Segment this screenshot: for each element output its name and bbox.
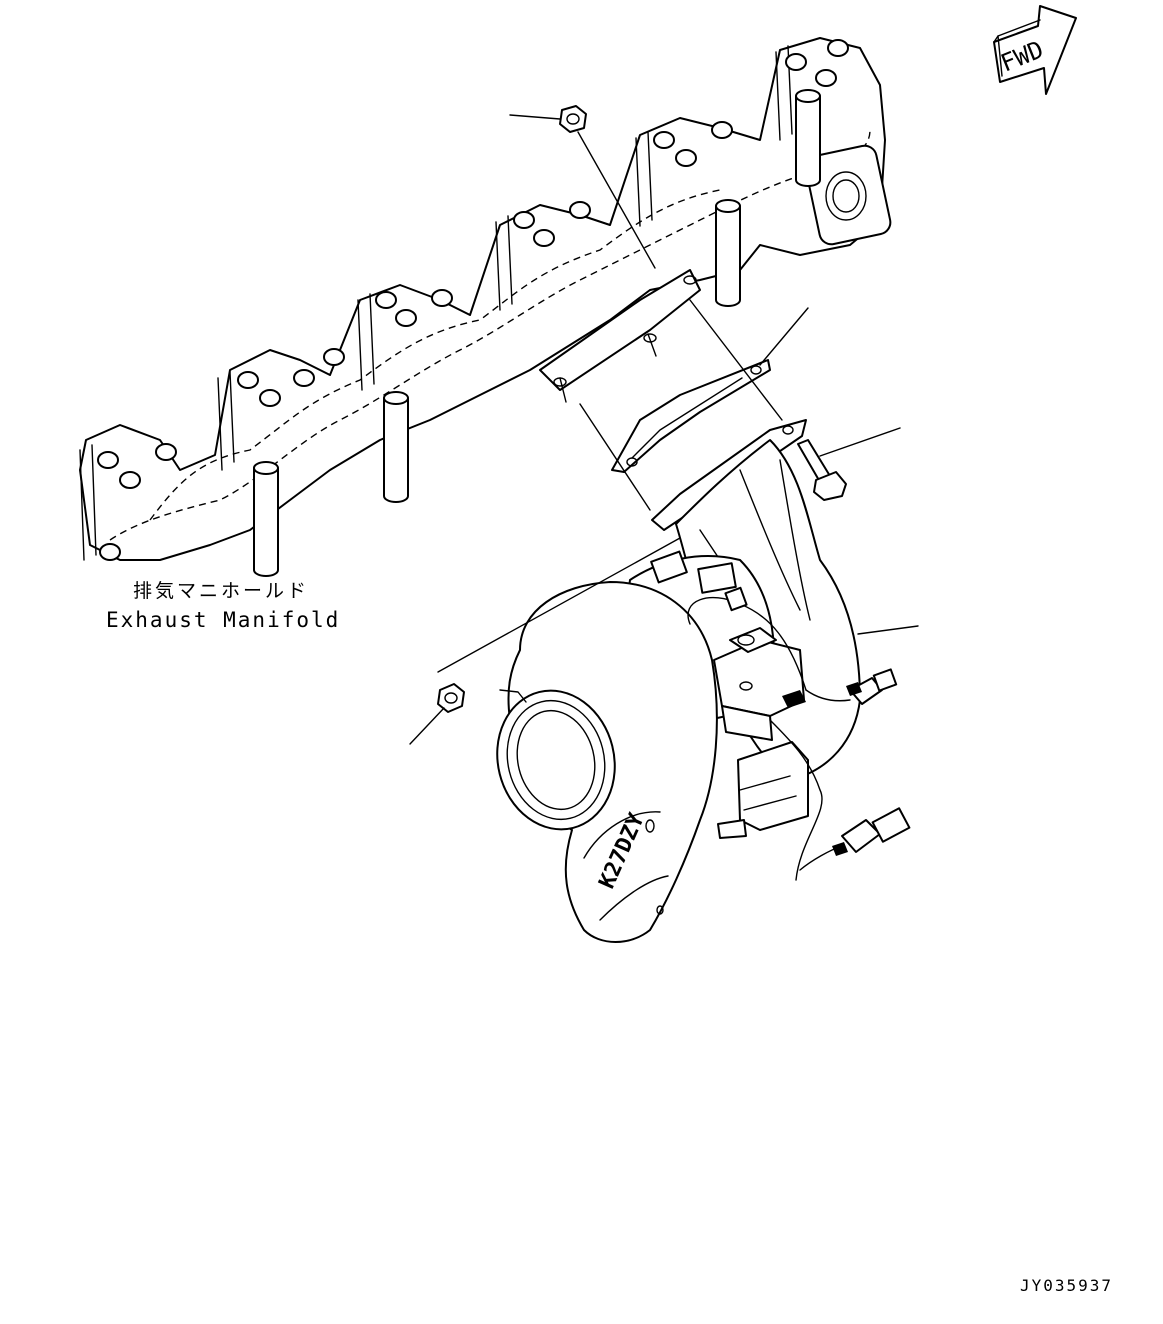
assembly-line-top — [577, 131, 656, 269]
assembly-line-mid — [689, 299, 783, 421]
fwd-arrow-icon: FWD — [993, 5, 1077, 95]
leader-nut-bottom — [409, 707, 445, 745]
turbocharger: K27DZY — [496, 419, 911, 943]
leader-nut-top — [509, 114, 561, 120]
manifold-label-en: Exhaust Manifold — [106, 608, 340, 632]
assembly-line-bottom — [437, 537, 681, 673]
leader-gasket — [759, 307, 809, 366]
assembly-line-left — [579, 403, 651, 511]
bolt-right — [797, 439, 847, 501]
drawing-code: JY035937 — [1020, 1276, 1113, 1295]
manifold-bosses — [253, 89, 821, 577]
manifold-label-jp: 排気マニホールド — [133, 580, 309, 602]
leader-bolt — [819, 427, 901, 457]
gasket — [611, 359, 771, 473]
leader-turbo — [857, 625, 919, 635]
nut-bottom — [437, 683, 465, 713]
nut-top — [559, 105, 587, 133]
exhaust-manifold — [79, 37, 892, 577]
manifold-bolts — [97, 39, 849, 561]
